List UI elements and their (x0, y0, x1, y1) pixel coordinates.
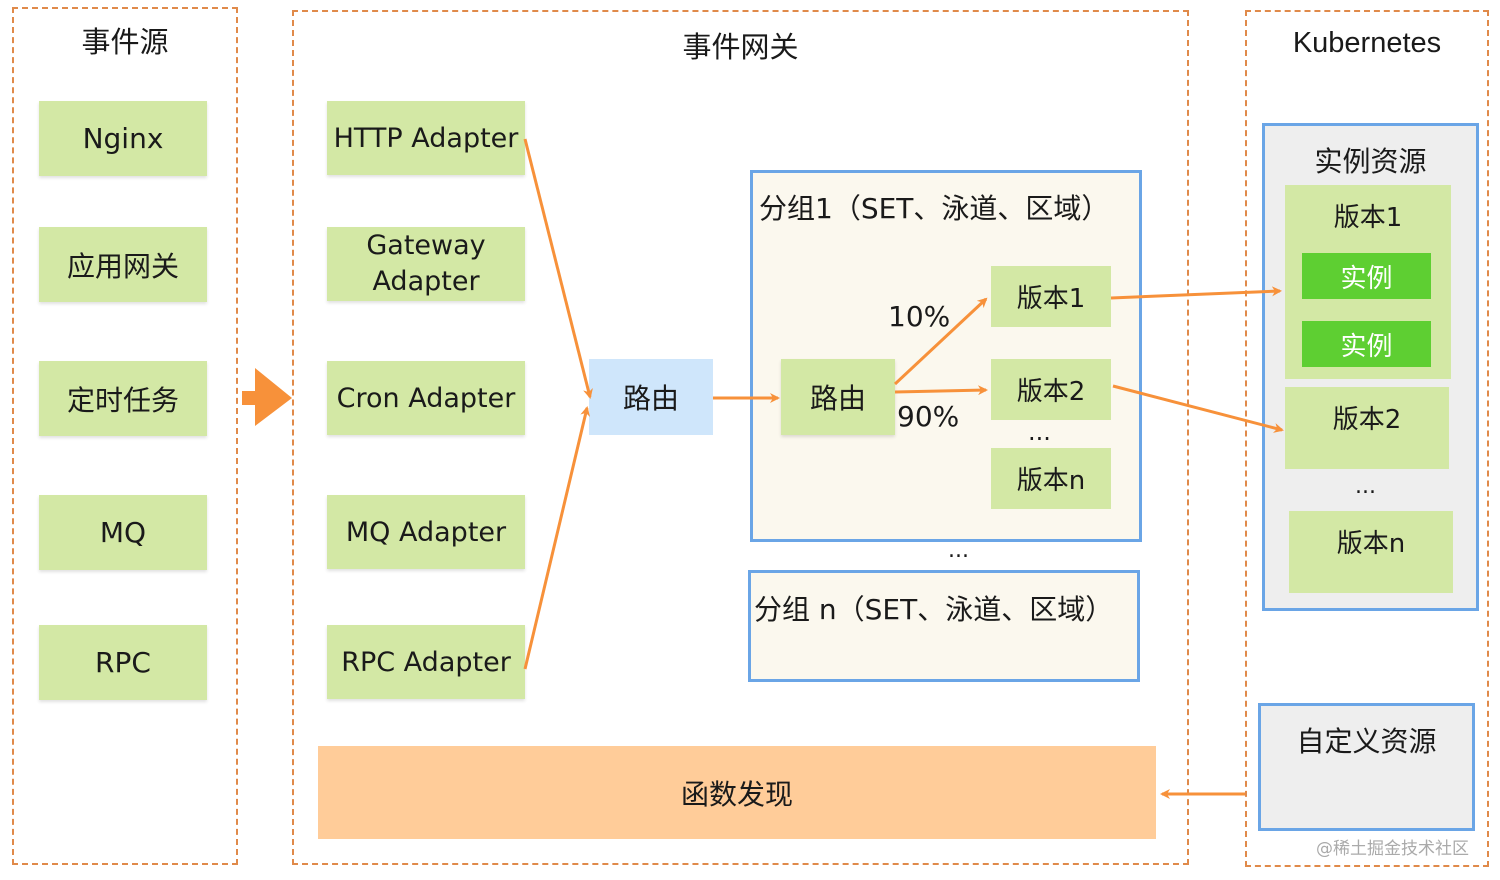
rpc-adapter: RPC Adapter (327, 625, 525, 699)
custom-resource-title: 自定义资源 (1296, 725, 1437, 758)
instance-resource-title: 实例资源 (1314, 145, 1427, 178)
group-1-title: 分组1（SET、泳道、区域） (759, 192, 1110, 225)
arrow-http-to-router (523, 138, 593, 399)
gateway-adapter: Gateway Adapter (327, 227, 525, 301)
source-app-gateway: 应用网关 (39, 227, 207, 302)
groups-ellipsis: ... (948, 538, 969, 563)
instance-2: 实例 (1302, 321, 1431, 367)
event-gateway-title: 事件网关 (682, 30, 799, 64)
big-input-arrow (242, 368, 292, 426)
weight-10-label: 10% (888, 300, 951, 333)
weight-90-label: 90% (897, 400, 960, 433)
mq-adapter: MQ Adapter (327, 495, 525, 569)
instance-1: 实例 (1302, 253, 1431, 299)
k8s-version-n-label: 版本n (1336, 529, 1406, 559)
http-adapter: HTTP Adapter (327, 101, 525, 175)
kubernetes-title: Kubernetes (1292, 27, 1442, 59)
gateway-router: 路由 (589, 359, 713, 435)
group-version-n: 版本n (991, 448, 1111, 509)
k8s-version-n-box: 版本n (1289, 511, 1453, 593)
arrow-to-version-1 (893, 297, 988, 386)
arrow-to-version-2 (894, 385, 988, 396)
group-version-2: 版本2 (991, 359, 1111, 420)
custom-resource-box: 自定义资源 (1258, 703, 1475, 831)
group-version-ellipsis: ... (1028, 418, 1051, 446)
k8s-version-2-box: 版本2 (1285, 387, 1449, 469)
group-n-title: 分组 n（SET、泳道、区域） (754, 593, 1114, 626)
source-cron-task: 定时任务 (39, 361, 207, 436)
group-n-box: 分组 n（SET、泳道、区域） (748, 570, 1140, 682)
k8s-version-1-label: 版本1 (1333, 203, 1403, 233)
event-gateway-panel: 事件网关 (292, 10, 1189, 865)
event-source-title: 事件源 (81, 25, 169, 59)
group-router: 路由 (781, 359, 895, 435)
source-nginx: Nginx (39, 101, 207, 176)
source-mq: MQ (39, 495, 207, 570)
watermark: @稀土掘金技术社区 (1316, 839, 1469, 859)
kubernetes-panel: Kubernetes (1245, 10, 1489, 867)
function-discovery-bar: 函数发现 (318, 746, 1156, 839)
cron-adapter: Cron Adapter (327, 361, 525, 435)
event-source-panel: 事件源 (12, 7, 238, 865)
k8s-version-ellipsis: ... (1355, 474, 1376, 499)
k8s-version-2-label: 版本2 (1332, 405, 1402, 435)
group-version-1: 版本1 (991, 266, 1111, 327)
arrow-rpc-to-router (523, 406, 591, 670)
arrow-version-2-to-k8s (1112, 384, 1284, 433)
arrow-version-1-to-k8s (1110, 286, 1282, 300)
source-rpc: RPC (39, 625, 207, 700)
